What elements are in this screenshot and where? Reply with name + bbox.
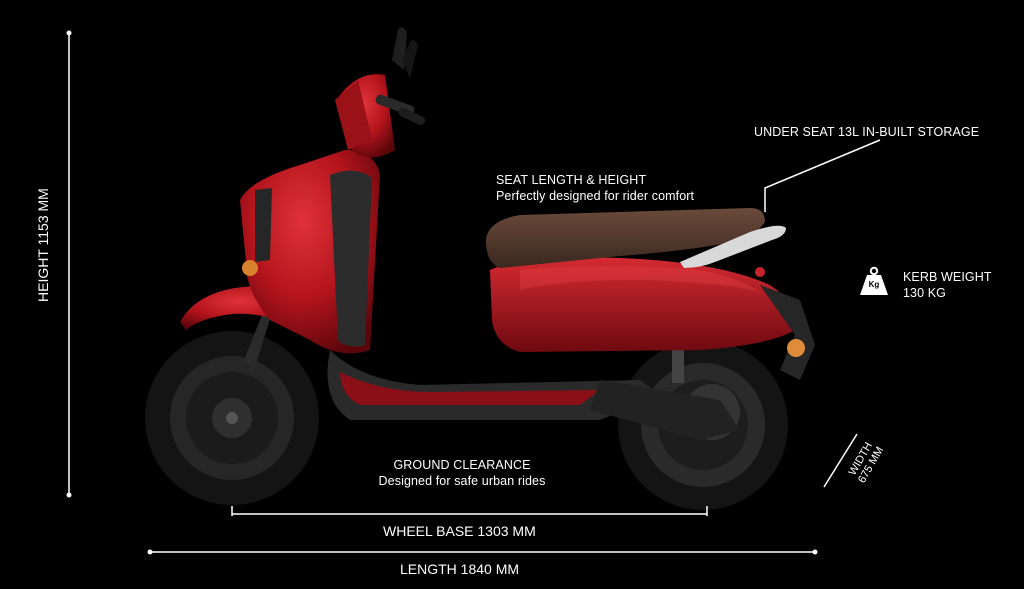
wheel-base-label: WHEEL BASE 1303 MM: [383, 523, 536, 539]
ground-clearance-title: GROUND CLEARANCE: [393, 458, 531, 472]
storage-callout: UNDER SEAT 13L IN-BUILT STORAGE: [754, 125, 980, 139]
kerb-icon-text: Kg: [868, 280, 880, 289]
kerb-weight-title: KERB WEIGHT: [903, 270, 992, 284]
kerb-weight-callout: KERB WEIGHT 130 KG: [903, 269, 992, 301]
seat-title: SEAT LENGTH & HEIGHT: [496, 173, 647, 187]
kerb-weight-icon: Kg: [858, 265, 890, 297]
storage-leader-line: [764, 139, 881, 212]
ground-clearance-callout: GROUND CLEARANCE Designed for safe urban…: [372, 457, 552, 489]
kerb-weight-value: 130 KG: [903, 286, 946, 300]
front-wheel: [145, 331, 319, 505]
length-label: LENGTH 1840 MM: [400, 561, 520, 577]
seat-callout: SEAT LENGTH & HEIGHT Perfectly designed …: [496, 172, 694, 204]
seat-description: Perfectly designed for rider comfort: [496, 189, 695, 203]
height-label: HEIGHT 1153 MM: [35, 188, 51, 302]
ground-clearance-description: Designed for safe urban rides: [378, 474, 546, 488]
width-line: [823, 433, 858, 488]
